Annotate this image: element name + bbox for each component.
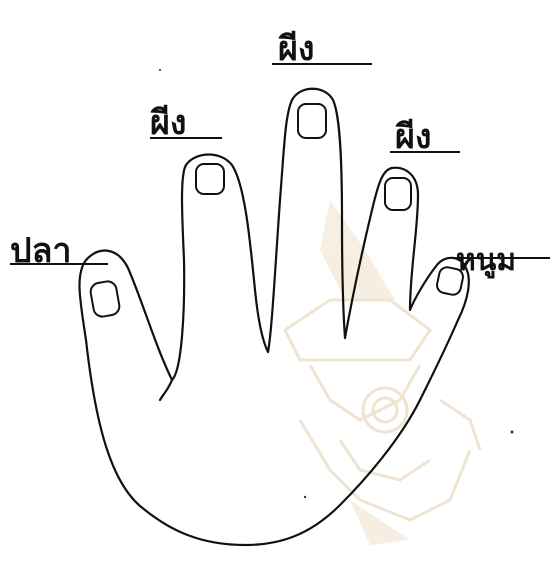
label-thumb-group: ปลา [10, 231, 108, 271]
label-middle-group: ผีง [272, 29, 372, 69]
middle-nail [298, 104, 326, 138]
label-little-group: หนูม [452, 243, 550, 279]
label-index-group: ผีง [150, 103, 222, 143]
ring-nail [385, 178, 411, 210]
watermark-seal [285, 200, 480, 545]
index-nail [196, 164, 224, 194]
thumb-nail [89, 280, 121, 318]
thumb-gap-stroke [160, 380, 172, 400]
label-little: หนูม [456, 243, 516, 279]
label-ring-group: ผีง [390, 117, 460, 157]
